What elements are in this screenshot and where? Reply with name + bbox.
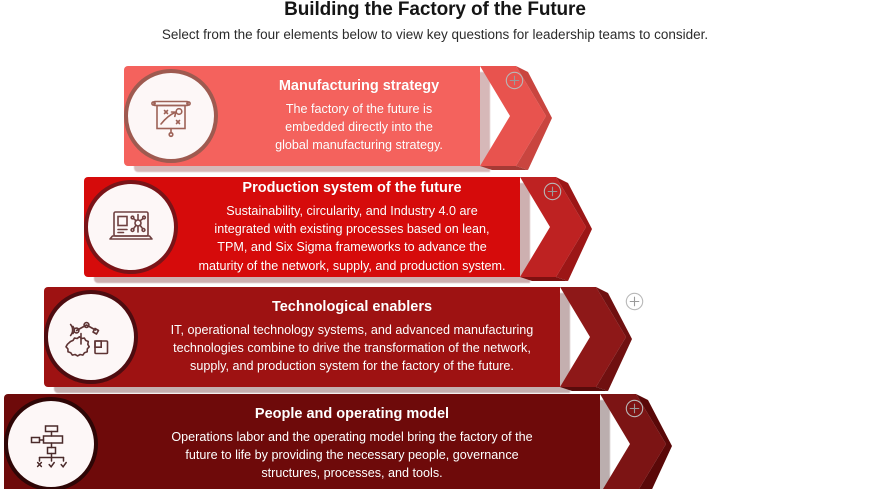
element-bar-technological-enablers[interactable]: Technological enablers IT, operational t… [44,287,644,393]
strategy-board-icon [151,100,191,138]
plus-icon [505,71,524,90]
bar-text-block: Production system of the future Sustaina… [184,177,520,277]
bar-description: Sustainability, circularity, and Industr… [198,203,506,273]
element-bar-production-system-of-the-future[interactable]: Production system of the future Sustaina… [84,177,592,283]
robot-arm-gear-icon [65,321,109,357]
expand-button[interactable] [625,399,644,418]
bar-title: People and operating model [254,406,450,423]
expand-button[interactable] [625,292,644,311]
bar-arrow-tip [480,66,552,170]
bar-body [4,394,600,489]
expand-button[interactable] [505,71,524,90]
plus-icon [625,292,644,311]
bar-text-block: Technological enablers IT, operational t… [144,287,560,387]
bar-arrow-tip [560,287,632,391]
bar-title: Manufacturing strategy [278,78,440,95]
plus-icon [625,399,644,418]
element-bar-manufacturing-strategy[interactable]: Manufacturing strategy The factory of th… [124,66,552,172]
page-subtitle: Select from the four elements below to v… [161,27,709,42]
laptop-network-icon [109,211,153,240]
bar-arrow-tip [600,394,672,489]
bar-text-block: Manufacturing strategy The factory of th… [234,66,484,166]
bar-description: IT, operational technology systems, and … [170,322,534,374]
bar-description: The factory of the future is embedded di… [275,101,443,153]
page-title: Building the Factory of the Future [284,0,586,20]
element-icon-badge [124,69,218,163]
bar-description: Operations labor and the operating model… [171,429,533,481]
bar-title: Technological enablers [271,299,433,316]
element-icon-badge [4,397,98,489]
expand-button[interactable] [543,182,562,201]
bar-text-block: People and operating model Operations la… [104,394,600,489]
bar-arrow-tip [520,177,592,281]
element-bar-people-and-operating-model[interactable]: People and operating model Operations la… [4,394,672,489]
element-icon-badge [44,290,138,384]
element-icon-badge [84,180,178,274]
plus-icon [543,182,562,201]
org-chart-icon [30,425,67,469]
bar-title: Production system of the future [242,180,462,197]
